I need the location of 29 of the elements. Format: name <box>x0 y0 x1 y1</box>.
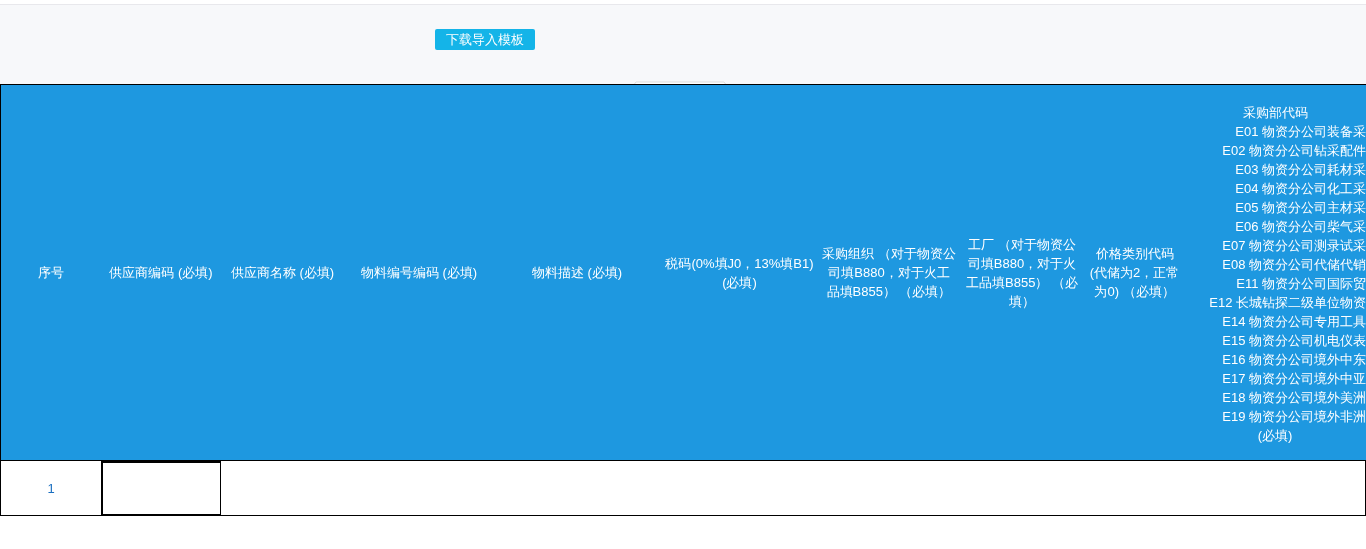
header-text: 采购部代码 <box>1241 104 1309 122</box>
header-text: E05 物资分公司主材采 <box>1234 199 1366 217</box>
header-cell: 价格类别代码(代储为2，正常为0) （必填） <box>1085 85 1185 460</box>
header-text: E15 物资分公司机电仪表 <box>1221 332 1366 350</box>
header-text: E07 物资分公司测录试采 <box>1221 237 1366 255</box>
header-text: E17 物资分公司境外中亚 <box>1221 370 1366 388</box>
header-cell: 序号 <box>0 85 102 460</box>
header-cell: 物料编号编码 (必填) <box>344 85 495 460</box>
header-text: E04 物资分公司化工采 <box>1234 180 1366 198</box>
header-text: E14 物资分公司专用工具 <box>1221 313 1366 331</box>
header-cell: 供应商名称 (必填) <box>221 85 345 460</box>
header-text: E08 物资分公司代储代销 <box>1221 256 1366 274</box>
header-text: E19 物资分公司境外非洲 <box>1221 408 1366 426</box>
header-cell: 物料描述 (必填) <box>494 85 661 460</box>
header-text: E12 长城钻探二级单位物资 <box>1208 294 1366 312</box>
header-cell: 工厂 （对于物资公司填B880，对于火工品填B855） （必填） <box>959 85 1086 460</box>
header-text: E01 物资分公司装备采 <box>1234 123 1366 141</box>
header-text: E02 物资分公司钻采配件 <box>1221 142 1366 160</box>
header-cell: 税码(0%填J0，13%填B1) (必填) <box>660 85 820 460</box>
row-number-cell: 1 <box>0 461 102 516</box>
header-text: E03 物资分公司耗材采 <box>1234 161 1366 179</box>
header-text: E16 物资分公司境外中东 <box>1221 351 1366 369</box>
header-text: E11 物资分公司国际贸 <box>1235 275 1366 293</box>
header-text: E06 物资分公司柴气采 <box>1234 218 1366 236</box>
download-button: 下载导入模板 <box>435 29 535 50</box>
header-text: E18 物资分公司境外美洲 <box>1221 389 1366 407</box>
header-cell: 供应商编码 (必填) <box>101 85 222 460</box>
header-text: (必填) <box>1256 427 1294 445</box>
header-cell: 采购组织 （对于物资公司填B880，对于火工品填B855） （必填） <box>819 85 960 460</box>
